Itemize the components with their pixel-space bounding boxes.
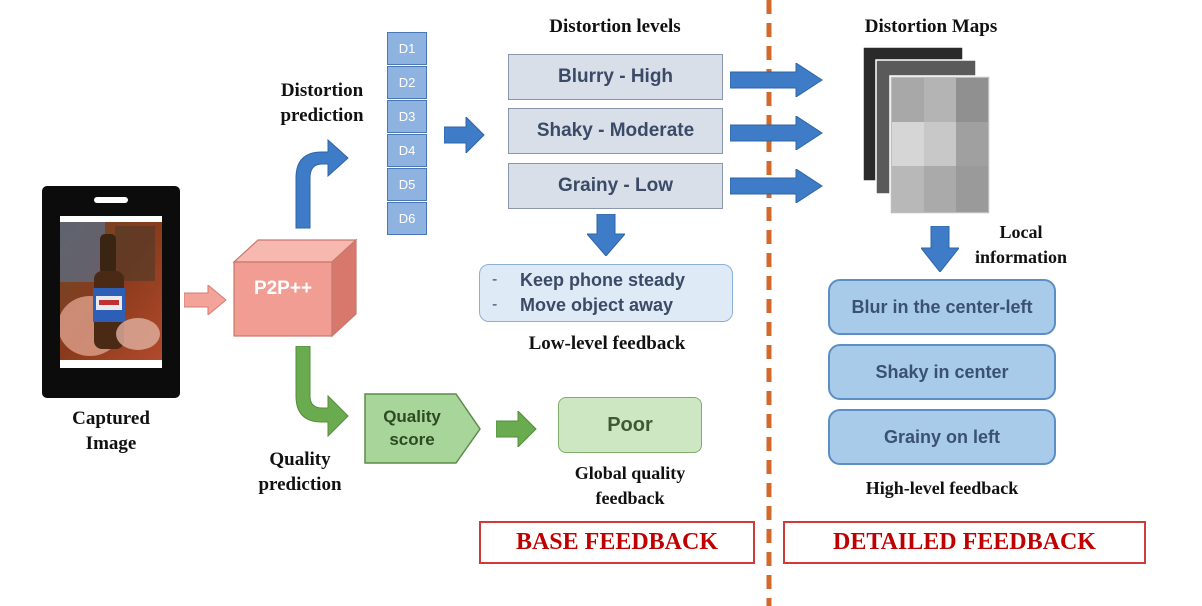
captured-photo <box>58 216 162 368</box>
distortion-output-d4: D4 <box>387 134 427 167</box>
model-box <box>232 238 358 338</box>
low-level-feedback-label: Low-level feedback <box>528 333 686 354</box>
quality-result-box: Poor <box>558 397 702 453</box>
high-level-feedback-label: High-level feedback <box>865 478 1019 498</box>
quality-score-shape <box>364 393 481 464</box>
distortion-output-d2: D2 <box>387 66 427 99</box>
captured-image-label: Captured Image <box>72 408 150 454</box>
local-information-label: Local information <box>975 222 1067 267</box>
high-level-arrow <box>921 226 959 272</box>
high-level-item-grainy: Grainy on left <box>828 409 1056 465</box>
quality-prediction-label: Quality prediction <box>258 449 342 495</box>
low-level-item-2: Move object away <box>520 295 674 315</box>
quality-branch-arrow <box>295 346 349 438</box>
distortion-output-d6: D6 <box>387 202 427 235</box>
global-quality-feedback-label: Global quality feedback <box>574 463 686 508</box>
base-feedback-label: BASE FEEDBACK <box>479 521 755 564</box>
detailed-feedback-label: DETAILED FEEDBACK <box>783 521 1146 564</box>
distortion-prediction-label: Distortion prediction <box>280 80 364 126</box>
distortion-levels-title: Distortion levels <box>549 16 681 37</box>
distortion-level-shaky: Shaky - Moderate <box>508 108 723 154</box>
section-divider <box>766 0 772 606</box>
model-name: P2P++ <box>253 278 313 299</box>
map-arrow-2 <box>730 116 823 150</box>
result-arrow <box>496 411 537 447</box>
phone-speaker <box>94 197 128 203</box>
low-level-feedback-box <box>479 264 733 322</box>
map-arrow-1 <box>730 63 823 97</box>
distortion-level-blurry: Blurry - High <box>508 54 723 100</box>
distortion-output-d3: D3 <box>387 100 427 133</box>
quality-score-label: Quality score <box>383 407 441 449</box>
high-level-item-shaky: Shaky in center <box>828 344 1056 400</box>
input-arrow <box>184 285 227 315</box>
high-level-item-blur: Blur in the center-left <box>828 279 1056 335</box>
distortion-maps-stack <box>862 46 991 215</box>
map-arrow-3 <box>730 169 823 203</box>
distortion-maps-title: Distortion Maps <box>864 16 998 37</box>
distortion-branch-arrow <box>295 138 349 229</box>
low-level-item-1: Keep phone steady <box>520 270 686 290</box>
distortion-level-grainy: Grainy - Low <box>508 163 723 209</box>
low-level-dash-1: - <box>492 271 498 288</box>
low-level-dash-2: - <box>492 296 498 313</box>
distortion-output-d1: D1 <box>387 32 427 65</box>
levels-arrow <box>444 117 485 153</box>
distortion-output-d5: D5 <box>387 168 427 201</box>
distortion-map-grid <box>889 75 991 215</box>
phone-frame <box>42 186 180 398</box>
low-level-arrow <box>587 214 625 256</box>
